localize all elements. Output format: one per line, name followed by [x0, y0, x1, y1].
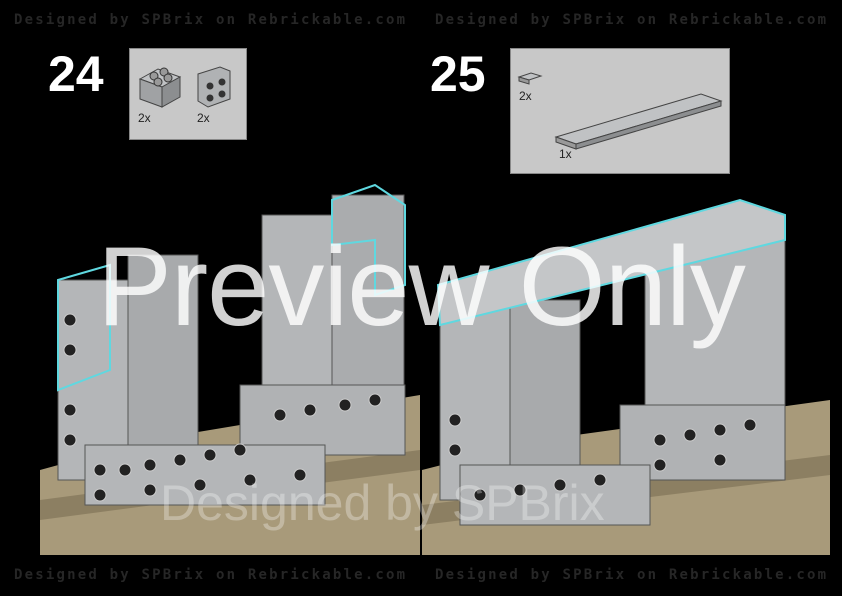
stud [513, 483, 527, 497]
part-qty: 1x [559, 147, 572, 161]
stud [683, 428, 697, 442]
watermark-text: Designed by SPBrix on Rebrickable.com [435, 567, 829, 583]
stud [63, 433, 77, 447]
stud [553, 478, 567, 492]
brick-2x2-icon [138, 66, 231, 108]
designed-overlay: Designed by SPBrix [160, 475, 605, 531]
stud [713, 423, 727, 437]
step-number: 24 [48, 46, 104, 102]
stud [118, 463, 132, 477]
stud [243, 473, 257, 487]
stud [338, 398, 352, 412]
part-qty: 2x [519, 89, 532, 103]
studs [63, 313, 757, 502]
stud [143, 483, 157, 497]
stud [63, 313, 77, 327]
stud [233, 443, 247, 457]
stud [63, 343, 77, 357]
step-25-model [422, 198, 830, 555]
stud [93, 463, 107, 477]
stud [143, 458, 157, 472]
watermark-text: Designed by SPBrix on Rebrickable.com [435, 12, 829, 28]
stud [653, 458, 667, 472]
part-qty: 2x [138, 111, 151, 125]
watermark-text: Designed by SPBrix on Rebrickable.com [14, 567, 408, 583]
stud [63, 403, 77, 417]
stud [593, 473, 607, 487]
part-qty: 2x [197, 111, 210, 125]
stud [93, 488, 107, 502]
parts-callout: 2x 1x [510, 48, 730, 174]
stud [448, 413, 462, 427]
stud [173, 453, 187, 467]
preview-only-overlay: Preview Only [97, 224, 746, 349]
step-number: 25 [430, 46, 486, 102]
plate-icons [517, 72, 723, 150]
stud [653, 433, 667, 447]
stud [273, 408, 287, 422]
stud [193, 478, 207, 492]
stud [448, 443, 462, 457]
stud [473, 488, 487, 502]
parts-callout: 2x 2x [129, 48, 247, 140]
stud [713, 453, 727, 467]
watermark-text: Designed by SPBrix on Rebrickable.com [14, 12, 408, 28]
stud [303, 403, 317, 417]
stud [293, 468, 307, 482]
stud [368, 393, 382, 407]
stud [203, 448, 217, 462]
stud [743, 418, 757, 432]
